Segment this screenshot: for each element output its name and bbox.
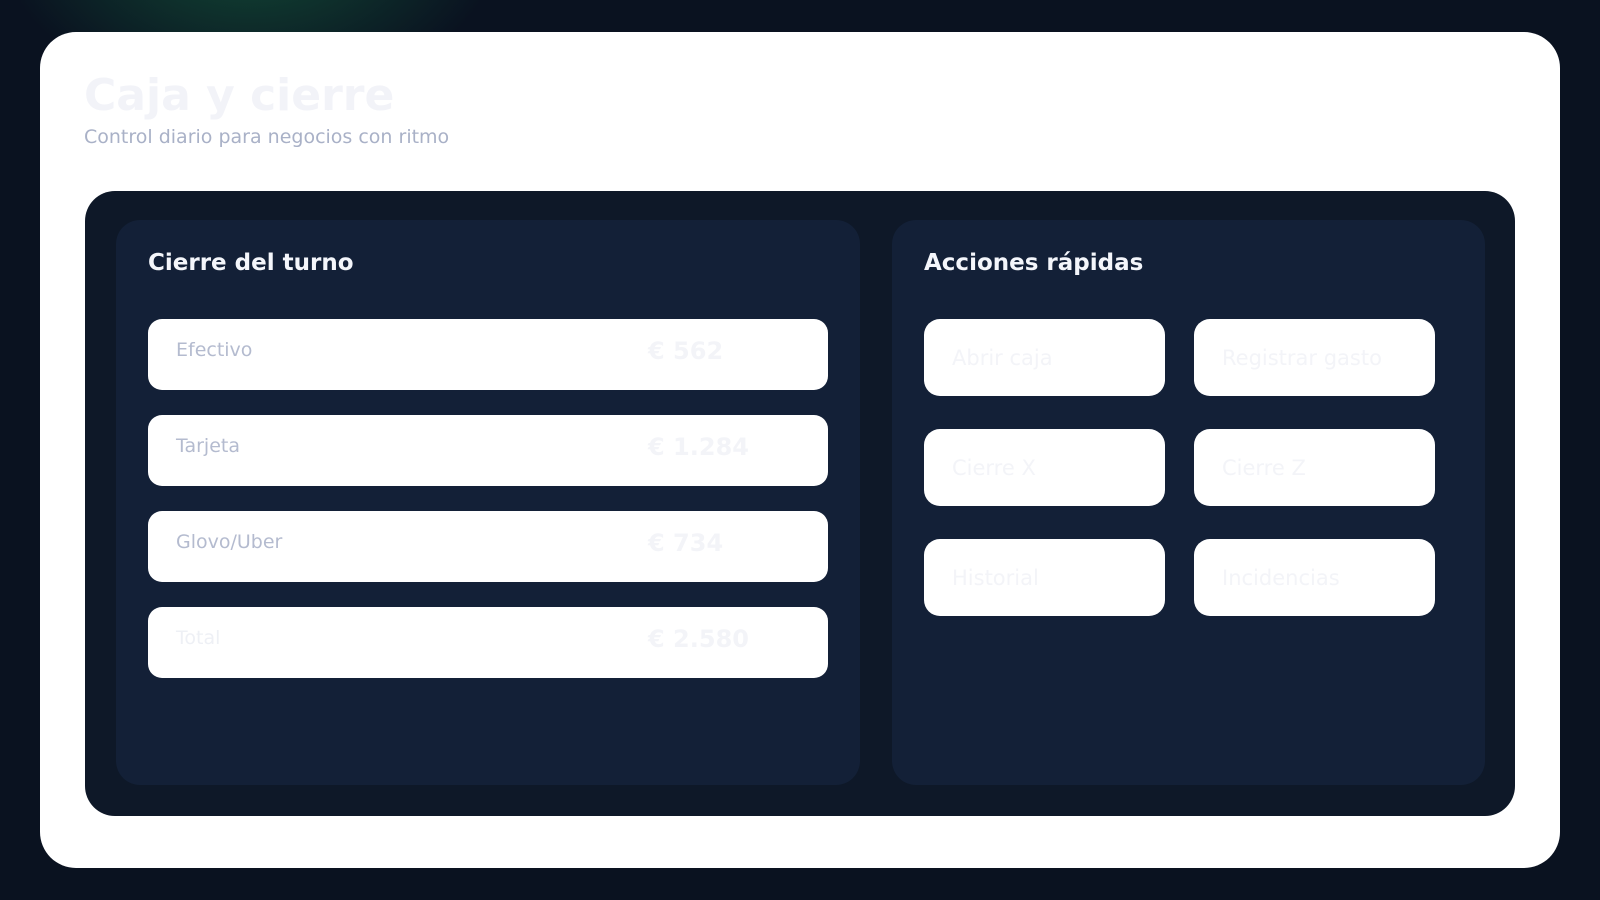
close-x-button[interactable]: Cierre X: [924, 429, 1165, 506]
row-value: € 562: [648, 337, 724, 365]
shift-closing-card: Cierre del turno Efectivo € 562 Tarjeta € …: [116, 220, 860, 785]
row-total: Total € 2.580: [148, 607, 828, 678]
incidents-button[interactable]: Incidencias: [1194, 539, 1435, 616]
history-button[interactable]: Historial: [924, 539, 1165, 616]
row-label: Total: [176, 627, 221, 649]
page-title: Caja y cierre: [84, 70, 395, 121]
row-delivery: Glovo/Uber € 734: [148, 511, 828, 582]
register-expense-button[interactable]: Registrar gasto: [1194, 319, 1435, 396]
row-value: € 1.284: [648, 433, 749, 461]
quick-actions-title: Acciones rápidas: [924, 250, 1144, 276]
row-label: Efectivo: [176, 339, 253, 361]
quick-actions-card: Acciones rápidas Abrir caja Registrar ga…: [892, 220, 1485, 785]
close-z-button[interactable]: Cierre Z: [1194, 429, 1435, 506]
row-label: Tarjeta: [176, 435, 240, 457]
dashboard-panel: Cierre del turno Efectivo € 562 Tarjeta € …: [85, 191, 1515, 816]
row-cash: Efectivo € 562: [148, 319, 828, 390]
row-value: € 2.580: [648, 625, 749, 653]
row-label: Glovo/Uber: [176, 531, 283, 553]
open-register-button[interactable]: Abrir caja: [924, 319, 1165, 396]
shift-closing-title: Cierre del turno: [148, 250, 354, 276]
page-subtitle: Control diario para negocios con ritmo: [84, 126, 450, 148]
row-card: Tarjeta € 1.284: [148, 415, 828, 486]
row-value: € 734: [648, 529, 724, 557]
